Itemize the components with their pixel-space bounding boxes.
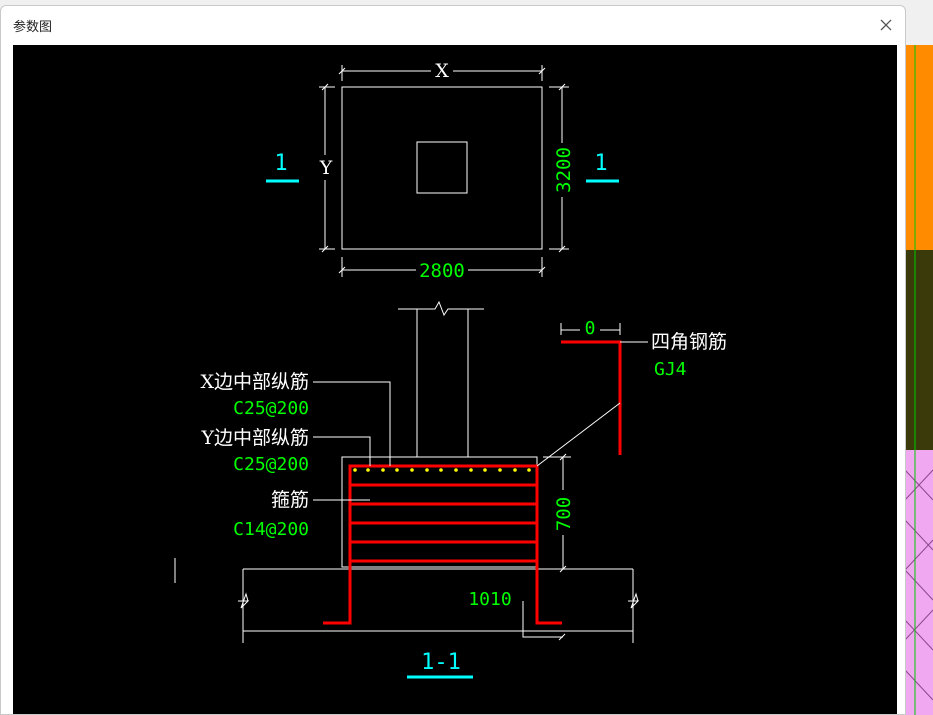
x-mid-bars-spec: C25@200 (233, 398, 309, 419)
footing-outline-plan (341, 86, 543, 250)
rebar-dots (353, 468, 531, 472)
pedestal-outline (341, 456, 538, 568)
y-mid-bars-label: Y边中部纵筋 (200, 427, 309, 449)
plan-height-dim: 3200 (553, 147, 575, 193)
dialog-title: 参数图 (13, 20, 53, 35)
drawing-canvas[interactable]: X Y 3200 (13, 45, 897, 714)
offset-dim: 0 (585, 318, 596, 339)
dialog-titlebar: 参数图 (1, 6, 905, 44)
background-cad-window (905, 0, 933, 715)
corner-bars-spec: GJ4 (654, 359, 687, 380)
main-rebar-u (323, 464, 562, 625)
stirrup-spec: C14@200 (233, 519, 309, 540)
close-icon (880, 19, 892, 31)
plan-y-label: Y (319, 157, 333, 179)
plan-width-dim: 2800 (419, 260, 465, 282)
plan-x-label: X (435, 60, 449, 82)
column-outline-plan (416, 141, 468, 194)
close-button[interactable] (873, 12, 899, 38)
y-mid-bars-spec: C25@200 (233, 454, 309, 475)
x-mid-bars-label: X边中部纵筋 (200, 371, 309, 393)
column-break-line (398, 300, 484, 317)
parameter-diagram-dialog: 参数图 X (0, 5, 906, 715)
section-length-dim: 1010 (468, 589, 511, 610)
section-height-dim: 700 (553, 497, 575, 531)
section-title: 1-1 (421, 650, 461, 675)
stirrup-label: 箍筋 (271, 489, 309, 511)
section-view: 0 700 1010 X边中部纵筋 C25@200 (174, 300, 727, 679)
section-mark-left: 1 (274, 151, 287, 176)
corner-bars-label: 四角钢筋 (651, 331, 727, 353)
section-mark-right: 1 (594, 151, 607, 176)
plan-view: X Y 3200 (266, 60, 619, 282)
corner-rebar-detail (561, 340, 622, 455)
